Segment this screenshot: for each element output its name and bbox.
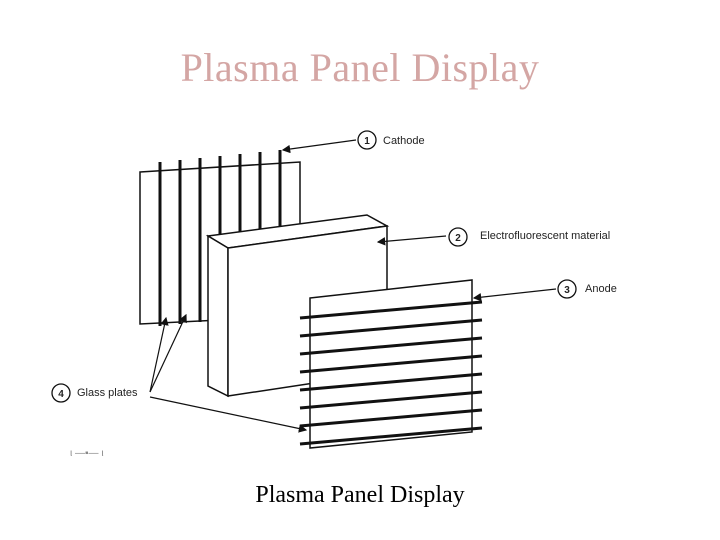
callout-arrows: [149, 139, 557, 433]
anode-plate: [299, 279, 483, 449]
anode-electrodes: [299, 300, 483, 446]
svg-text:Electrofluorescent material: Electrofluorescent material: [480, 230, 610, 242]
plasma-panel-diagram: 1 Cathode 2 Electrofluorescent material …: [51, 130, 617, 459]
svg-text:1: 1: [364, 136, 370, 147]
svg-text:Cathode: Cathode: [383, 135, 425, 147]
svg-text:2: 2: [455, 233, 461, 244]
svg-text:4: 4: [58, 389, 64, 400]
label-glass-plates: 4 Glass plates: [51, 383, 138, 403]
label-cathode: 1 Cathode: [357, 130, 425, 150]
svg-text:Glass plates: Glass plates: [77, 387, 138, 399]
label-electrofluorescent: 2 Electrofluorescent material: [448, 227, 610, 247]
svg-text:Anode: Anode: [585, 283, 617, 295]
slide-title: Plasma Panel Display: [180, 45, 540, 90]
scan-mark: ι —▪— ι: [70, 448, 104, 459]
svg-text:3: 3: [564, 285, 570, 296]
label-anode: 3 Anode: [557, 279, 617, 299]
electrofluorescent-block: [205, 214, 390, 398]
slide-caption: Plasma Panel Display: [255, 482, 465, 508]
